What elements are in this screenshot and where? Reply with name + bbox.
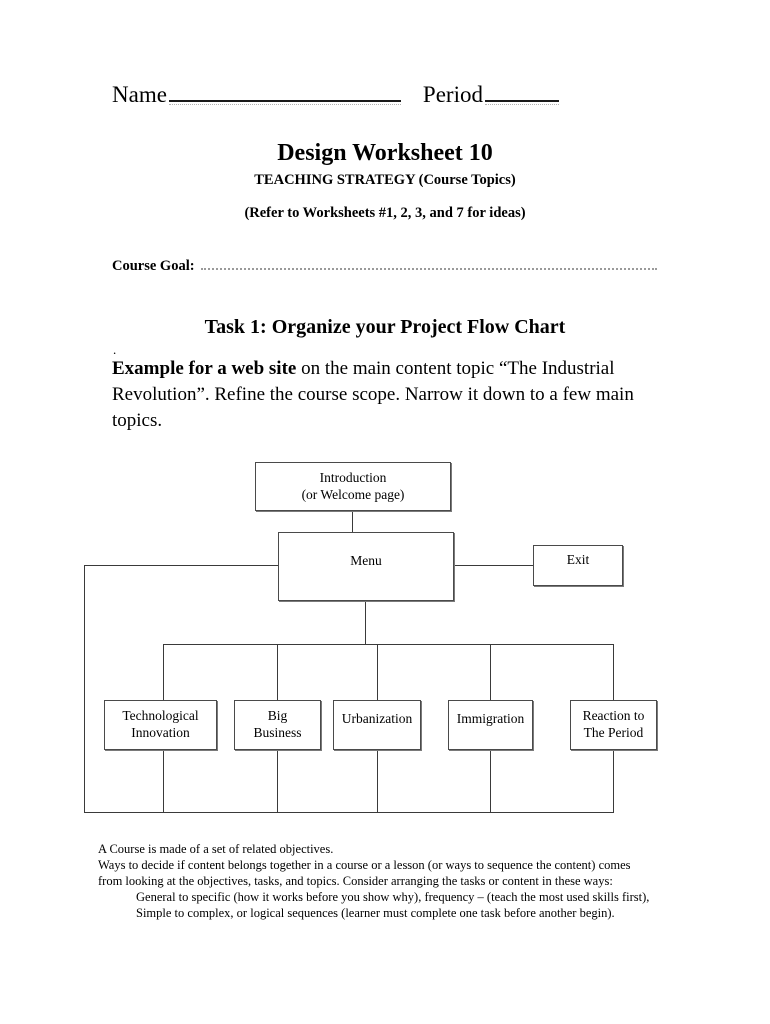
example-lead: Example for a web site [112, 358, 297, 379]
leaf1-line-2: Innovation [131, 725, 190, 740]
return-stub-reaction-to-the-period [613, 750, 614, 813]
drop-to-immigration [490, 644, 491, 700]
flow-node-reaction-to-the-period-label: Reaction to The Period [583, 708, 645, 742]
drop-to-big-business [277, 644, 278, 700]
note-line-5: Simple to complex, or logical sequences … [136, 906, 615, 920]
flow-node-big-business-label: Big Business [253, 708, 301, 742]
flow-node-introduction-label: Introduction (or Welcome page) [302, 470, 405, 504]
course-goal-row: Course Goal: [112, 256, 657, 275]
return-stub-immigration [490, 750, 491, 813]
note-line-3: from looking at the objectives, tasks, a… [98, 874, 613, 888]
example-paragraph: Example for a web site on the main conte… [112, 356, 668, 435]
name-period-row: Name Period [112, 80, 672, 110]
drop-to-reaction-to-the-period [613, 644, 614, 700]
period-blank-field[interactable] [484, 80, 559, 105]
flow-node-technological-innovation-label: Technological Innovation [122, 708, 198, 742]
page-title: Design Worksheet 10 [277, 140, 493, 166]
footer-notes: A Course is made of a set of related obj… [98, 841, 658, 921]
return-stub-technological-innovation [163, 750, 164, 813]
page-subtitle: TEACHING STRATEGY (Course Topics) [254, 172, 516, 188]
course-goal-label: Course Goal: [112, 258, 195, 274]
connector-menu-top-stub [352, 532, 353, 546]
flow-node-technological-innovation[interactable]: Technological Innovation [104, 700, 217, 750]
flow-node-immigration[interactable]: Immigration [448, 700, 533, 750]
name-label: Name [112, 82, 167, 107]
distribution-bus-horizontal [163, 644, 613, 645]
note-line-4: General to specific (how it works before… [136, 890, 650, 904]
intro-line-2: (or Welcome page) [301, 486, 405, 502]
connector-intro-to-menu [352, 511, 353, 532]
flow-node-urbanization-label: Urbanization [341, 711, 413, 726]
connector-menu-to-exit [454, 565, 533, 566]
note-line-2: Ways to decide if content belongs togeth… [98, 858, 631, 872]
flow-node-menu[interactable]: Menu [278, 532, 454, 601]
flow-node-big-business[interactable]: Big Business [234, 700, 321, 750]
leaf2-line-2: Business [253, 725, 302, 740]
connector-menu-left-to-return [84, 565, 278, 566]
drop-to-urbanization [377, 644, 378, 700]
leaf2-line-1: Big [267, 708, 288, 724]
flow-node-menu-label: Menu [350, 553, 382, 568]
leaf1-line-1: Technological [122, 708, 199, 724]
stray-period-mark: . [113, 342, 117, 357]
return-stub-big-business [277, 750, 278, 813]
drop-to-technological-innovation [163, 644, 164, 700]
flow-node-urbanization[interactable]: Urbanization [333, 700, 421, 750]
flow-node-reaction-to-the-period[interactable]: Reaction to The Period [570, 700, 657, 750]
flow-node-exit-label: Exit [566, 552, 590, 567]
leaf5-line-2: The Period [583, 725, 644, 740]
name-blank-field[interactable] [168, 80, 401, 105]
leaf5-line-1: Reaction to [582, 708, 645, 724]
period-label: Period [422, 82, 483, 107]
flow-node-introduction[interactable]: Introduction (or Welcome page) [255, 462, 451, 511]
note-line-1: A Course is made of a set of related obj… [98, 842, 334, 856]
example-rest: on the main content topic “The Industria… [112, 358, 634, 432]
task-heading: Task 1: Organize your Project Flow Chart [204, 316, 566, 338]
return-stub-urbanization [377, 750, 378, 813]
course-goal-input[interactable] [200, 256, 657, 270]
connector-menu-to-distribution-bus [365, 601, 366, 644]
refer-note: (Refer to Worksheets #1, 2, 3, and 7 for… [244, 205, 526, 221]
flow-node-exit[interactable]: Exit [533, 545, 623, 586]
return-bus-vertical-left [84, 565, 85, 813]
return-bus-horizontal-bottom [84, 812, 614, 813]
flow-node-immigration-label: Immigration [456, 711, 525, 726]
intro-line-1: Introduction [319, 469, 387, 485]
